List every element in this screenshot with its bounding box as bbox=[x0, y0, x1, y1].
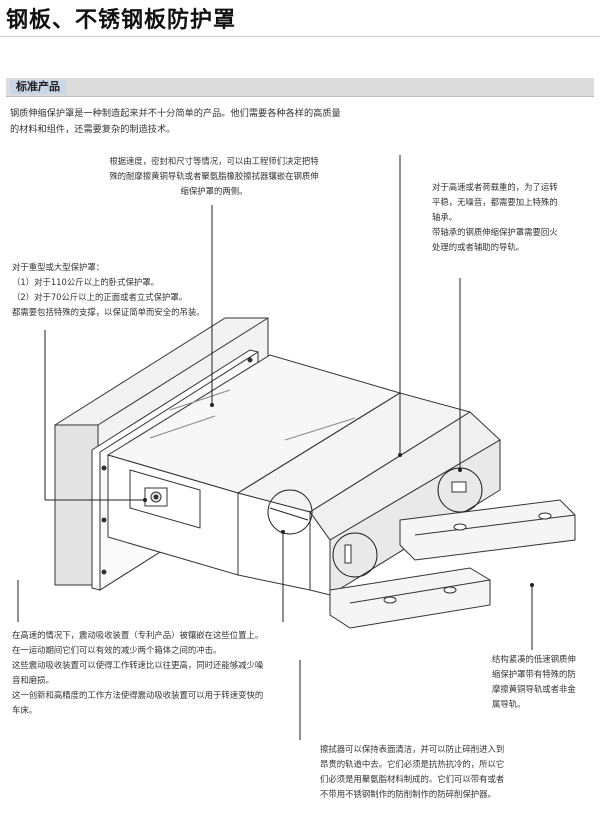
callout-heavy-large: 对于重型或大型保护罩： （1）对于110公斤以上的卧式保护罩。 （2）对于70公… bbox=[12, 262, 205, 317]
callout-wiper-clean: 擦拭器可以保持表面清洁，并可以防止碎削进入到 昂贵的轨道中去。它们必须是抗热抗冷… bbox=[320, 744, 505, 799]
section-label: 标准产品 bbox=[10, 80, 66, 94]
detail-circle-wiper bbox=[332, 532, 378, 578]
callout-compact-low-speed: 结构紧凑的低速钢质伸 缩保护罩带有特殊的防 摩擦黄铜导轨或者非金 属导轨。 bbox=[492, 654, 576, 709]
callout-wiper-design: 根据速度，密封和尺寸等情况，可以由工程师们决定把特 殊的耐摩擦黄铜导轨或者聚氨脂… bbox=[109, 156, 319, 196]
title-divider bbox=[0, 36, 600, 37]
guide-rail-upper bbox=[399, 499, 576, 561]
detail-circle-shock bbox=[267, 489, 313, 535]
callout-high-speed-load: 对于高速或者荷载重的，为了运转 平稳，无噪音，都需要加上特殊的 轴承。 带轴承的… bbox=[432, 182, 558, 252]
guide-rail-lower bbox=[329, 567, 491, 629]
section-header-bar: 标准产品 bbox=[6, 78, 594, 97]
callout-shock-absorber: 在高速的情况下，震动吸收装置（专利产品）被镶嵌在这些位置上。 在一运动期间它们可… bbox=[12, 630, 264, 715]
page-title: 钢板、不锈钢板防护罩 bbox=[6, 8, 237, 33]
intro-paragraph: 钢质伸缩保护罩是一种制造起来并不十分简单的产品。他们需要各种各样的高质量 的材料… bbox=[10, 108, 341, 135]
